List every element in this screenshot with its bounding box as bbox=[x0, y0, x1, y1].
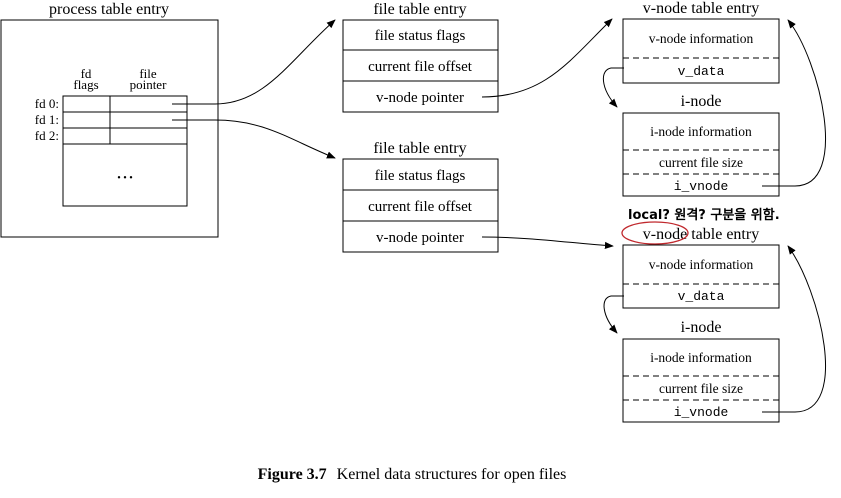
inode-1-ivnode: i_vnode bbox=[674, 179, 729, 194]
arrow-file-table-1-to-vnode-1 bbox=[481, 18, 613, 98]
arrow-file-table-2-to-vnode-2 bbox=[481, 236, 614, 250]
vnode-2-title-rest: table entry bbox=[687, 226, 759, 243]
caption-label: Figure 3.7 bbox=[258, 466, 327, 483]
arrow-ivnode-1-to-vnode-1 bbox=[762, 19, 826, 187]
vnode-2-title-circled: v-node bbox=[643, 226, 687, 243]
arrow-vdata-1-to-inode-1 bbox=[603, 67, 624, 108]
fd-flags-header-line1: fd bbox=[81, 66, 92, 81]
inode-1-size: current file size bbox=[659, 155, 743, 170]
arrow-ivnode-2-to-vnode-2 bbox=[762, 245, 826, 413]
inode-1: i-node i-node information current file s… bbox=[622, 93, 780, 197]
inode-2-title: i-node bbox=[681, 319, 722, 336]
file-table-2-offset: current file offset bbox=[368, 199, 473, 215]
fd-flags-header-line2: flags bbox=[73, 77, 98, 92]
inode-1-title: i-node bbox=[681, 93, 722, 110]
vnode-2-vdata: v_data bbox=[678, 289, 725, 304]
process-table-title: process table entry bbox=[49, 1, 169, 18]
file-table-2-status-flags: file status flags bbox=[375, 168, 466, 184]
inode-2: i-node i-node information current file s… bbox=[622, 319, 780, 423]
file-table-1-offset: current file offset bbox=[368, 59, 473, 75]
vnode-2-title: v-node table entry bbox=[643, 226, 759, 243]
file-table-1-vnode-pointer: v-node pointer bbox=[376, 90, 464, 106]
file-table-1-title: file table entry bbox=[373, 1, 466, 18]
inode-2-ivnode: i_vnode bbox=[674, 405, 729, 420]
fd0-label: fd 0: bbox=[35, 96, 59, 111]
fd1-label: fd 1: bbox=[35, 112, 59, 127]
figure-caption: Figure 3.7 Kernel data structures for ope… bbox=[258, 466, 567, 483]
fd-ellipsis: • • • bbox=[117, 173, 133, 184]
inode-1-info: i-node information bbox=[650, 124, 752, 139]
inode-2-size: current file size bbox=[659, 381, 743, 396]
fd-table bbox=[62, 95, 188, 207]
pointer-arrows bbox=[172, 18, 826, 413]
fd2-label: fd 2: bbox=[35, 128, 59, 143]
file-table-entry-2: file table entry file status flags curre… bbox=[342, 140, 499, 253]
vnode-1-info: v-node information bbox=[649, 31, 754, 46]
arrow-fd1-to-file-table-2 bbox=[172, 119, 336, 159]
file-table-2-title: file table entry bbox=[373, 140, 466, 157]
vnode-1-title: v-node table entry bbox=[643, 0, 759, 17]
annotation-circle bbox=[621, 221, 689, 245]
arrow-fd0-to-file-table-1 bbox=[172, 19, 336, 105]
vnode-2-info: v-node information bbox=[649, 257, 754, 272]
caption-text: Kernel data structures for open files bbox=[337, 466, 567, 483]
inode-2-info: i-node information bbox=[650, 350, 752, 365]
annotation-note: local? 원격? 구분을 위함. bbox=[628, 207, 780, 223]
arrow-vdata-2-to-inode-2 bbox=[603, 295, 624, 334]
file-table-1-status-flags: file status flags bbox=[375, 28, 466, 44]
file-pointer-header-line2: pointer bbox=[130, 77, 167, 92]
file-pointer-header-line1: file bbox=[139, 66, 157, 81]
process-table-entry: process table entry fd flags file pointe… bbox=[0, 1, 219, 238]
vnode-1-vdata: v_data bbox=[678, 64, 725, 79]
vnode-table-entry-1: v-node table entry v-node information v_… bbox=[622, 0, 780, 84]
vnode-table-entry-2: v-node table entry v-node information v_… bbox=[621, 221, 780, 309]
file-table-2-vnode-pointer: v-node pointer bbox=[376, 230, 464, 246]
file-table-entry-1: file table entry file status flags curre… bbox=[342, 1, 499, 113]
